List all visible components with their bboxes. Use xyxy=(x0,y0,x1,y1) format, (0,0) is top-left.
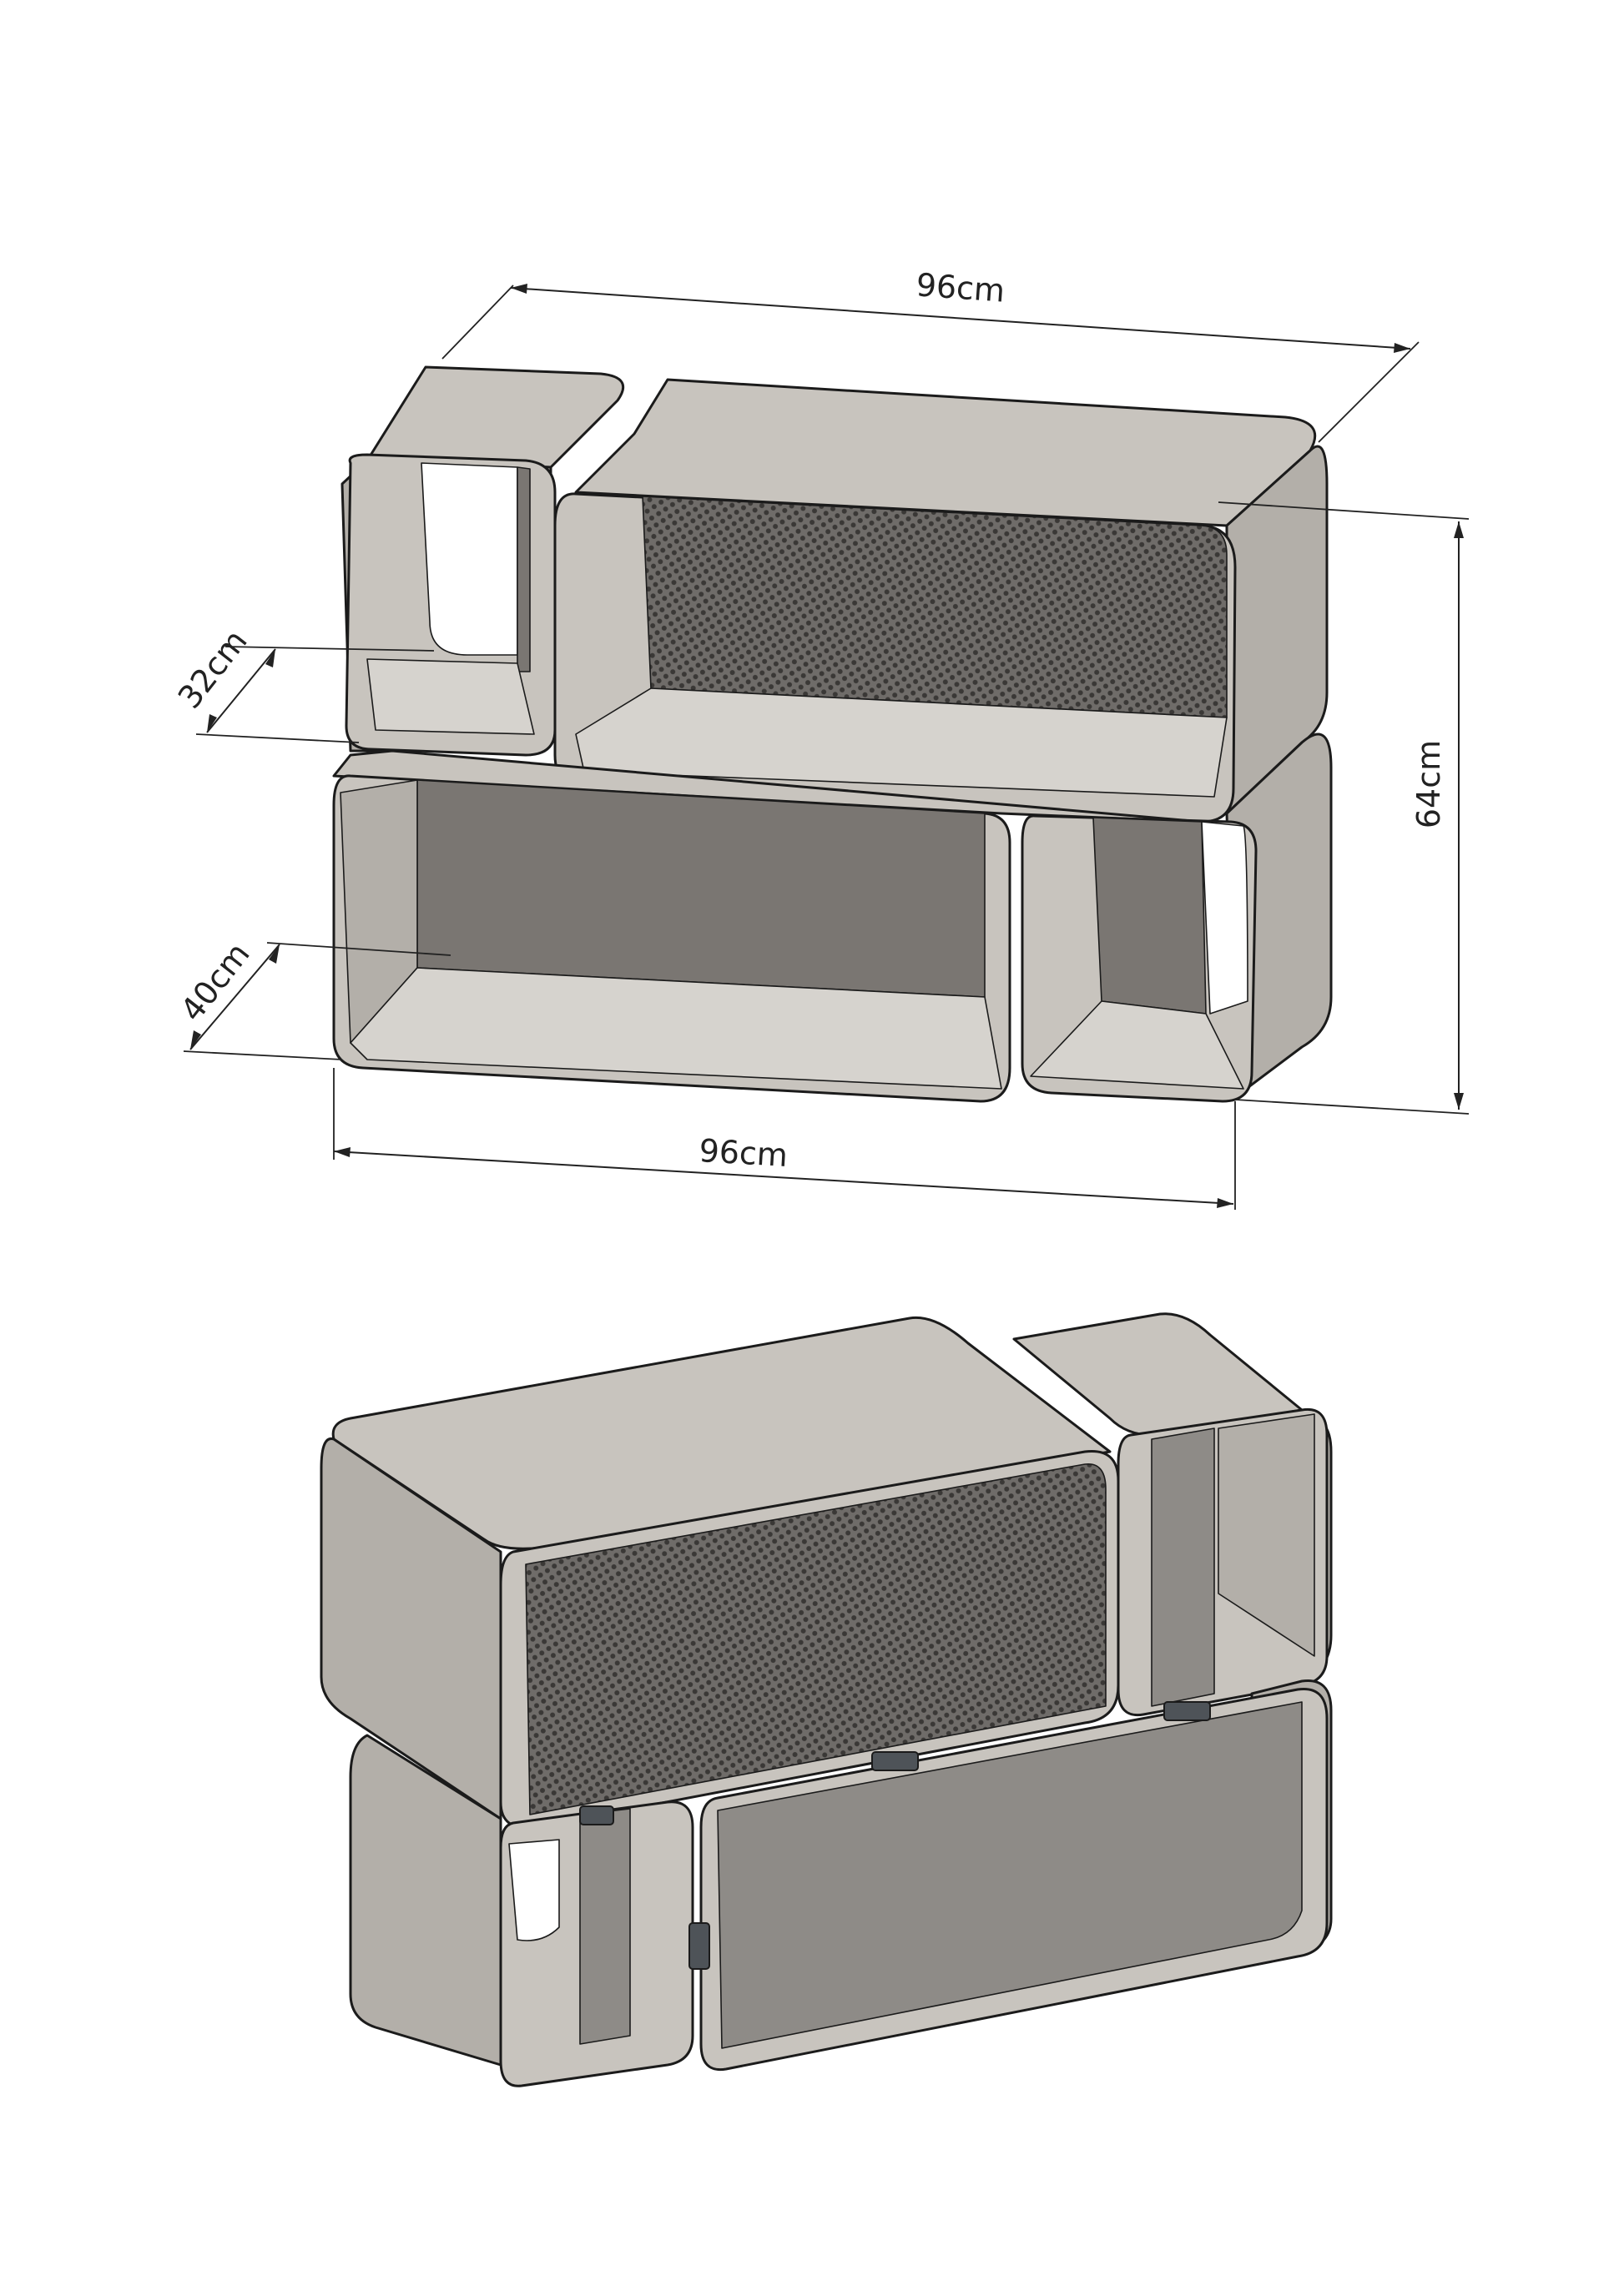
connector-clip xyxy=(688,1922,710,1970)
label-depth-lower: 40cm xyxy=(174,936,257,1029)
persp-lower-cube xyxy=(349,1734,694,2087)
dimension-bottom-width: 96cm xyxy=(333,1068,1236,1210)
label-depth-upper: 32cm xyxy=(171,623,255,716)
persp-upper-cube xyxy=(1012,1312,1333,1717)
lower-left-box xyxy=(332,749,1203,1103)
lower-right-cube xyxy=(1021,733,1333,1103)
label-top-width: 96cm xyxy=(915,266,1006,309)
connector-clip xyxy=(871,1751,919,1771)
persp-lower-long-box xyxy=(699,1679,1333,2072)
label-height: 64cm xyxy=(1410,740,1447,828)
dimensioned-view: 96cm 64cm 32cm 40cm xyxy=(171,266,1470,1210)
label-bottom-width: 96cm xyxy=(698,1132,789,1174)
dimension-top-width: 96cm xyxy=(441,266,1420,443)
connectors xyxy=(579,1701,1211,1970)
connector-clip xyxy=(1163,1701,1211,1721)
dimension-height: 64cm xyxy=(1218,501,1470,1115)
perspective-view xyxy=(320,1312,1333,2087)
connector-clip xyxy=(579,1805,614,1825)
upper-right-box xyxy=(553,378,1329,823)
upper-left-cube xyxy=(340,365,625,757)
persp-upper-long-box xyxy=(320,1316,1120,1830)
